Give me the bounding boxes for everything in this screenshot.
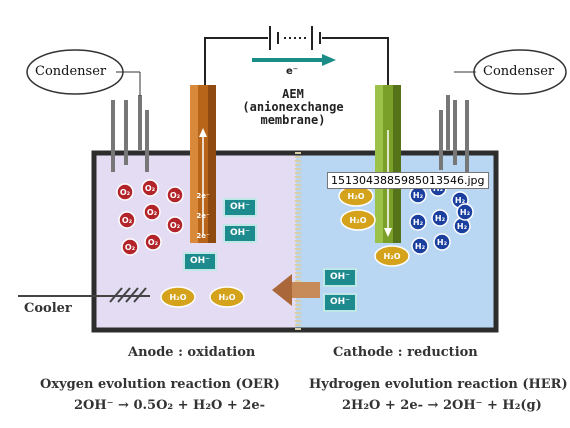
h2o-molecule-label: H₂O [170,293,187,302]
anode-electrode [190,85,216,243]
h2o-molecule [340,209,376,231]
left-condenser-pipe [111,95,149,172]
o2-bubble-label: O₂ [125,243,136,252]
aem-label-line3: membrane) [260,113,326,127]
o2-bubble [166,216,184,234]
electron-flow-arrow [252,54,336,66]
cathode-electrode [375,85,401,243]
battery-icon [269,26,321,50]
h2-bubble-label: H₂ [437,238,448,247]
h2-bubble-label: H₂ [435,214,446,223]
anode-equation: 2OH⁻ → 0.5O₂ + H₂O + 2e- [74,398,265,413]
h2o-molecule-label: H₂O [384,252,401,261]
h2-bubble [431,209,449,227]
aem-label-line1: AEM [282,87,304,101]
cooler-pipe [18,287,150,303]
oxygen-bubbles: O₂ O₂ O₂ O₂ O₂ O₂ O₂ O₂ [116,179,184,256]
image-tooltip: 1513043885985013546.jpg [327,172,489,189]
electron-label: 2e⁻ [196,192,210,200]
anode-electron-labels: 2e⁻ 2e⁻ 2e⁻ [196,192,210,240]
h2-bubble [456,203,474,221]
cathode-title: Cathode : reduction [333,345,478,360]
o2-bubble [144,233,162,251]
o2-bubble [121,238,139,256]
oh-ion: OH⁻ [183,252,217,271]
wire-right [322,37,389,85]
o2-bubble-label: O₂ [147,208,158,217]
h2o-molecule [160,286,196,308]
h2-bubble-label: H₂ [413,218,424,227]
o2-bubble [118,211,136,229]
oh-ion: OH⁻ [323,268,357,287]
h2o-molecule-label: H₂O [348,192,365,201]
right-condenser-label: Condenser [483,64,555,79]
h2-bubble-label: H₂ [460,208,471,217]
h2-bubble-label: H₂ [413,191,424,200]
oh-ion: OH⁻ [323,293,357,312]
h2-bubble-label: H₂ [455,196,466,205]
o2-bubble-label: O₂ [120,188,131,197]
o2-bubble [141,179,159,197]
anode-title: Anode : oxidation [128,345,256,360]
aem-label-line2: (anionexchange [242,100,344,114]
h2-bubble-label: H₂ [457,222,468,231]
h2-bubble [409,213,427,231]
anode-reaction: Oxygen evolution reaction (OER) [40,377,280,392]
electron-label: 2e⁻ [196,212,210,220]
electron-label: 2e⁻ [196,232,210,240]
oh-ion: OH⁻ [223,198,257,217]
wire-left [204,37,268,85]
h2o-molecule [209,286,245,308]
cathode-reaction: Hydrogen evolution reaction (HER) [309,377,568,392]
electron-label: e⁻ [286,66,299,77]
h2o-molecule-label: H₂O [350,216,367,225]
o2-bubble-label: O₂ [170,191,181,200]
cathode-equation: 2H₂O + 2e- → 2OH⁻ + H₂(g) [342,398,542,413]
o2-bubble-label: O₂ [145,184,156,193]
o2-bubble-label: O₂ [170,221,181,230]
h2-bubble-label: H₂ [415,242,426,251]
h2o-molecule-label: H₂O [219,293,236,302]
cooler-label: Cooler [24,301,72,316]
aem-label: AEM (anionexchange membrane) [238,88,348,127]
water-molecules: H₂O H₂O H₂O H₂O H₂O [160,185,410,308]
o2-bubble [143,203,161,221]
o2-bubble-label: O₂ [122,216,133,225]
h2o-molecule [374,245,410,267]
left-condenser-label: Condenser [35,64,107,79]
o2-bubble [166,186,184,204]
h2-bubble [433,233,451,251]
oh-ion: OH⁻ [223,224,257,243]
o2-bubble [116,183,134,201]
oh-migration-arrow [272,274,320,306]
h2-bubble [411,237,429,255]
right-condenser-pipe [439,95,469,172]
o2-bubble-label: O₂ [148,238,159,247]
